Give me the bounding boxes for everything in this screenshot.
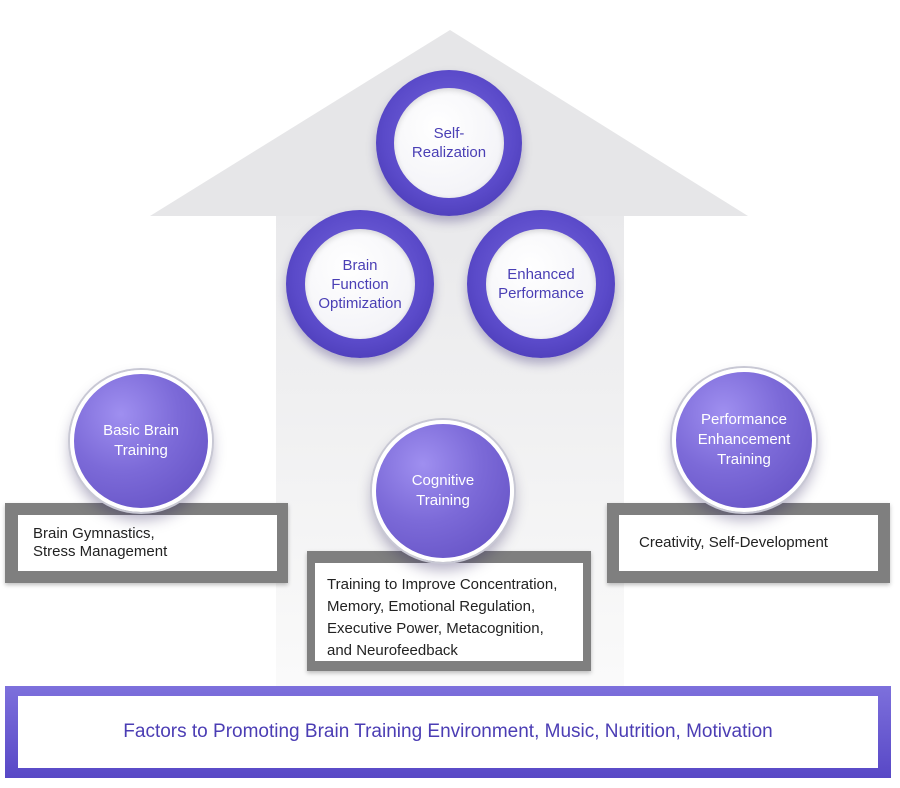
node-basic-brain-training-label: Basic Brain Training (103, 422, 179, 459)
cognitive-training-details: Training to Improve Concentration, Memor… (327, 576, 558, 659)
performance-training-details: Creativity, Self-Development (639, 534, 828, 551)
node-enhanced-performance-label: Enhanced Performance (498, 266, 584, 302)
basic-training-details-box: Brain Gymnastics, Stress Management (5, 503, 288, 583)
foundation-banner: Factors to Promoting Brain Training Envi… (5, 686, 891, 778)
node-basic-brain-training: Basic Brain Training (70, 370, 212, 512)
node-cognitive-training: Cognitive Training (372, 420, 514, 562)
node-performance-enhancement-training: Performance Enhancement Training (672, 368, 816, 512)
basic-training-details: Brain Gymnastics, Stress Management (33, 525, 168, 560)
node-self-realization: Self- Realization (376, 70, 522, 216)
node-brain-function-optimization: Brain Function Optimization (286, 210, 434, 358)
cognitive-training-details-box: Training to Improve Concentration, Memor… (307, 551, 591, 671)
node-performance-enhancement-training-label: Performance Enhancement Training (697, 411, 791, 468)
node-self-realization-label: Self- Realization (411, 125, 487, 161)
node-enhanced-performance: Enhanced Performance (467, 210, 615, 358)
performance-training-details-box: Creativity, Self-Development (607, 503, 890, 583)
node-brain-function-optimization-label: Brain Function Optimization (318, 256, 402, 312)
foundation-text: Factors to Promoting Brain Training Envi… (123, 721, 773, 742)
node-cognitive-training-label: Cognitive Training (411, 472, 475, 509)
